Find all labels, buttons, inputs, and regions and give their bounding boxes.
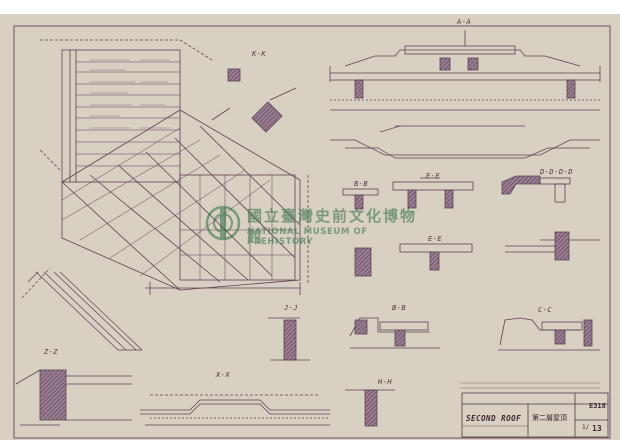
museum-logo-icon xyxy=(205,205,241,241)
diagonal-strip xyxy=(21,267,143,351)
section-label-a-a: A-A xyxy=(457,18,472,26)
sheet-fraction: 1/ xyxy=(582,424,590,431)
kk-detail xyxy=(211,68,297,133)
section-label-c-c: C-C xyxy=(538,306,553,314)
section-label-d-d: D-D-D-D xyxy=(540,168,574,176)
drawing-title-chinese: 第二層屋頂 xyxy=(532,414,567,422)
hh-section xyxy=(345,389,395,427)
aa-elevation xyxy=(329,30,601,111)
section-label-h-h: H-H xyxy=(378,378,393,386)
roof-plan xyxy=(39,39,309,295)
sheet-border xyxy=(13,25,611,439)
drawing-number: E318 xyxy=(589,402,606,410)
section-label-e-e-mid: E-E xyxy=(428,235,443,243)
drawing-title: SECOND ROOF xyxy=(466,414,522,423)
sheet-number: 13 xyxy=(592,424,602,433)
watermark-chinese: 國立臺灣史前文化博物館 xyxy=(247,207,418,246)
notes-lines xyxy=(460,382,600,389)
section-label-x-x: X-X xyxy=(216,371,231,379)
top-margin xyxy=(0,0,620,14)
section-label-k-k: K-K xyxy=(252,50,267,58)
bb-bottom-section xyxy=(349,317,440,349)
cc-section xyxy=(498,317,600,351)
rebar-diagram xyxy=(330,125,600,159)
ee-top-section xyxy=(392,177,474,209)
dd-detail xyxy=(501,175,600,261)
bottom-margin xyxy=(0,440,620,447)
section-label-e-e-top: E-E xyxy=(426,172,441,180)
jj-section xyxy=(268,317,310,361)
section-label-j-j: J-J xyxy=(284,304,299,312)
section-label-b-b-bottom: B-B xyxy=(392,304,407,312)
ee-mid-section xyxy=(354,243,473,277)
xx-section xyxy=(140,394,330,426)
watermark-english: NATIONAL MUSEUM OF PREHISTORY xyxy=(247,227,368,247)
museum-watermark: 國立臺灣史前文化博物館 NATIONAL MUSEUM OF PREHISTOR… xyxy=(205,205,420,247)
section-label-b-b-top: B-B xyxy=(354,180,369,188)
section-label-z-z: Z-Z xyxy=(44,348,59,356)
bb-top-section xyxy=(342,188,379,210)
zz-detail xyxy=(15,369,132,426)
dimension-marks xyxy=(90,59,170,129)
title-block-frame xyxy=(461,392,609,438)
